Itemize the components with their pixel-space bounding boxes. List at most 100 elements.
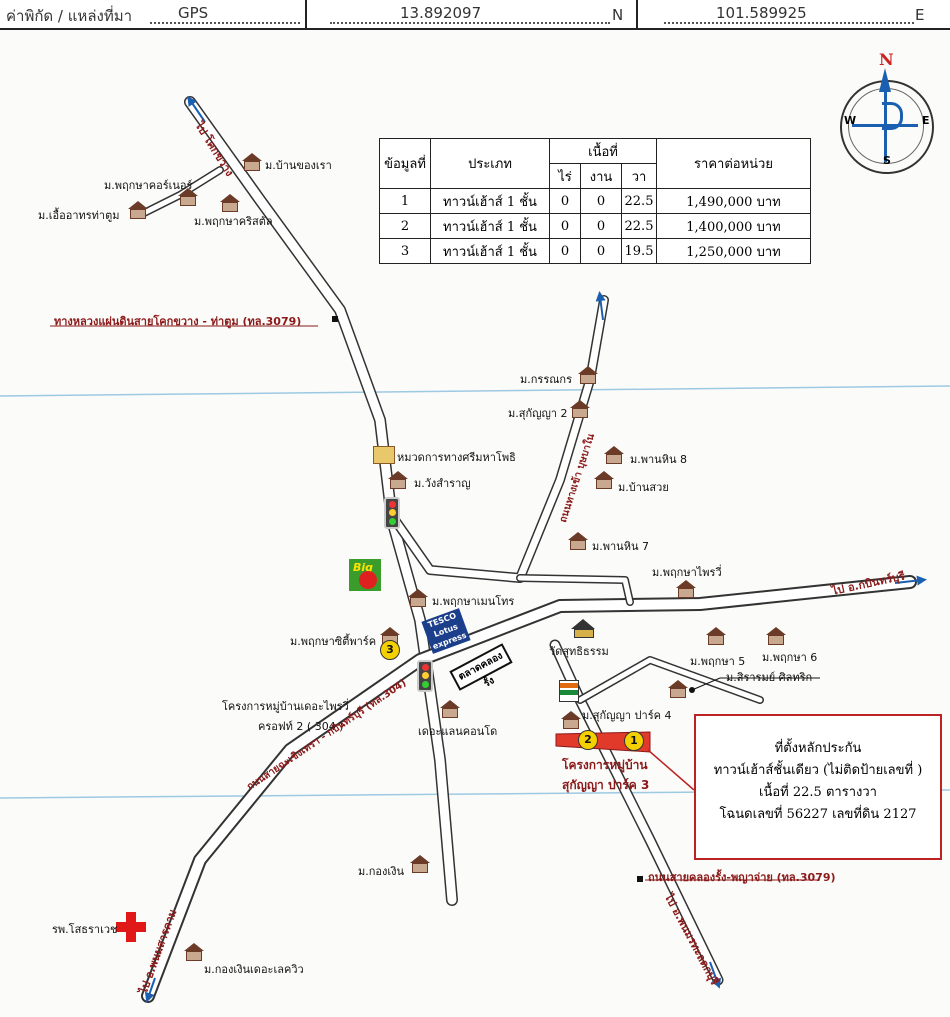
grid-line <box>0 385 950 397</box>
compass-east: E <box>922 114 930 127</box>
label-project-red-2: สุกัญญา ปาร์ค 3 <box>562 778 650 792</box>
label-ban-khongrao: ม.บ้านของเรา <box>265 159 332 172</box>
temple-icon <box>571 619 595 638</box>
table-row: 2 ทาวน์เฮ้าส์ 1 ชั้น 0 0 22.5 1,400,000 … <box>379 213 811 239</box>
label-kannanakorn: ม.กรรณกร <box>520 373 572 386</box>
cell-rai: 0 <box>549 213 581 239</box>
cell-no: 3 <box>379 238 431 264</box>
cell-ngan: 0 <box>580 188 622 214</box>
cell-no: 1 <box>379 188 431 214</box>
location-title: ที่ตั้งหลักประกัน <box>774 741 862 756</box>
cell-type: ทาวน์เฮ้าส์ 1 ชั้น <box>430 238 550 264</box>
label-project-phrai: โครงการหมู่บ้านเดอะไพรวี่ <box>222 700 349 713</box>
coordinate-header: ค่าพิกัด / แหล่งที่มา GPS 13.892097 N 10… <box>0 0 950 30</box>
label-ueaarthon: ม.เอื้ออาทรท่าตูม <box>38 209 120 222</box>
cell-price: 1,250,000 บาท <box>656 238 811 264</box>
coord-source: GPS <box>178 4 209 22</box>
road-marker <box>332 316 338 322</box>
cell-ngan: 0 <box>580 238 622 264</box>
badge-1: 1 <box>624 731 644 751</box>
seven-eleven-icon <box>559 680 579 702</box>
latitude-unit: N <box>612 6 624 24</box>
label-police: หมวดการทางศรีมหาโพธิ <box>397 451 516 464</box>
cell-rai: 0 <box>549 238 581 264</box>
location-line1: ทาวน์เฮ้าส์ชั้นเดียว (ไม่ติดป้ายเลขที่ ) <box>713 763 923 778</box>
location-line3: โฉนดเลขที่ 56227 เลขที่ดิน 2127 <box>719 807 917 822</box>
comparison-table: ข้อมูลที่ ประเภท เนื้อที่ ราคาต่อหน่วย ไ… <box>379 138 811 264</box>
house-icon <box>440 700 460 718</box>
label-phanhin8: ม.พานหิน 8 <box>630 453 687 466</box>
label-wangsamran: ม.วังสำราญ <box>414 477 471 490</box>
col-price: ราคาต่อหน่วย <box>656 138 811 189</box>
house-icon <box>578 366 598 384</box>
traffic-light-icon <box>417 660 433 692</box>
house-icon <box>766 627 786 645</box>
label-pruksa-kristal: ม.พฤกษาคริสตัล <box>194 215 273 228</box>
longitude-value: 101.589925 <box>716 4 807 22</box>
house-icon <box>242 153 262 171</box>
arrow-north <box>187 95 206 123</box>
location-pointer <box>647 749 695 791</box>
label-bansuay: ม.บ้านสวย <box>618 481 669 494</box>
arrow-sw <box>144 977 156 1003</box>
col-type: ประเภท <box>430 138 550 189</box>
police-station-icon <box>373 446 395 464</box>
house-icon <box>561 711 581 729</box>
cell-wa: 19.5 <box>621 238 657 264</box>
house-icon <box>594 471 614 489</box>
cell-type: ทาวน์เฮ้าส์ 1 ชั้น <box>430 213 550 239</box>
big-c-logo: Big <box>349 559 381 591</box>
house-icon <box>410 855 430 873</box>
col-wa: วา <box>621 163 657 189</box>
label-sukanya2: ม.สุกัญญา 2 <box>508 407 568 420</box>
label-phanhin7: ม.พานหิน 7 <box>592 540 649 553</box>
house-icon <box>676 580 696 598</box>
cell-wa: 22.5 <box>621 188 657 214</box>
table-row: 3 ทาวน์เฮ้าส์ 1 ชั้น 0 0 19.5 1,250,000 … <box>379 238 811 264</box>
cell-no: 2 <box>379 213 431 239</box>
house-icon <box>220 194 240 212</box>
badge-2: 2 <box>578 730 598 750</box>
house-icon <box>178 188 198 206</box>
badge-3: 3 <box>380 640 400 660</box>
road-marker <box>637 876 643 882</box>
label-highway-3079: ทางหลวงแผ่นดินสายโคกขวาง - ท่าตูม (ทล.30… <box>54 315 302 328</box>
col-area: เนื้อที่ <box>549 138 657 164</box>
cell-type: ทาวน์เฮ้าส์ 1 ชั้น <box>430 188 550 214</box>
hospital-cross-icon <box>116 912 146 942</box>
arrow-se <box>709 961 721 989</box>
house-icon <box>706 627 726 645</box>
house-icon <box>568 532 588 550</box>
label-pruksa6: ม.พฤกษา 6 <box>762 651 818 664</box>
compass-rose-icon: N E W S <box>836 42 940 174</box>
label-hospital: รพ.โสธราเวช <box>52 923 118 936</box>
col-no: ข้อมูลที่ <box>379 138 431 189</box>
compass-west: W <box>844 114 857 127</box>
label-kongngoen-deluxe: ม.กองเงินเดอะเลควิว <box>204 963 304 976</box>
house-icon <box>570 400 590 418</box>
compass-north: N <box>879 50 894 69</box>
location-line2: เนื้อที่ 22.5 ตารางวา <box>759 785 877 800</box>
cell-price: 1,490,000 บาท <box>656 188 811 214</box>
arrow-ne <box>595 291 606 321</box>
label-pruksa-corner: ม.พฤกษาคอร์เนอร์ <box>104 179 193 192</box>
label-project-red-1: โครงการหมู่บ้าน <box>562 758 648 772</box>
label-pruksa-city: ม.พฤกษาซิตี้พาร์ค <box>290 635 377 648</box>
latitude-value: 13.892097 <box>400 4 482 22</box>
cell-wa: 22.5 <box>621 213 657 239</box>
cell-ngan: 0 <box>580 213 622 239</box>
compass-south: S <box>883 154 891 167</box>
house-icon <box>668 680 688 698</box>
house-icon <box>408 589 428 607</box>
label-pruksa-mesen: ม.พฤกษาเมนโทร <box>432 595 515 608</box>
table-row: 1 ทาวน์เฮ้าส์ 1 ชั้น 0 0 22.5 1,490,000 … <box>379 188 811 214</box>
label-sukanya-park4: ม.สุกัญญา ปาร์ค 4 <box>582 709 672 722</box>
cell-rai: 0 <box>549 188 581 214</box>
arrow-east <box>894 575 927 586</box>
col-rai: ไร่ <box>549 163 581 189</box>
label-phase2: ครอฟท์ 2 ( 304 ) <box>258 720 344 733</box>
coord-label: ค่าพิกัด / แหล่งที่มา <box>6 7 133 25</box>
longitude-unit: E <box>915 6 925 24</box>
label-pruksa-phrai: ม.พฤกษาไพรวี่ <box>652 566 722 579</box>
